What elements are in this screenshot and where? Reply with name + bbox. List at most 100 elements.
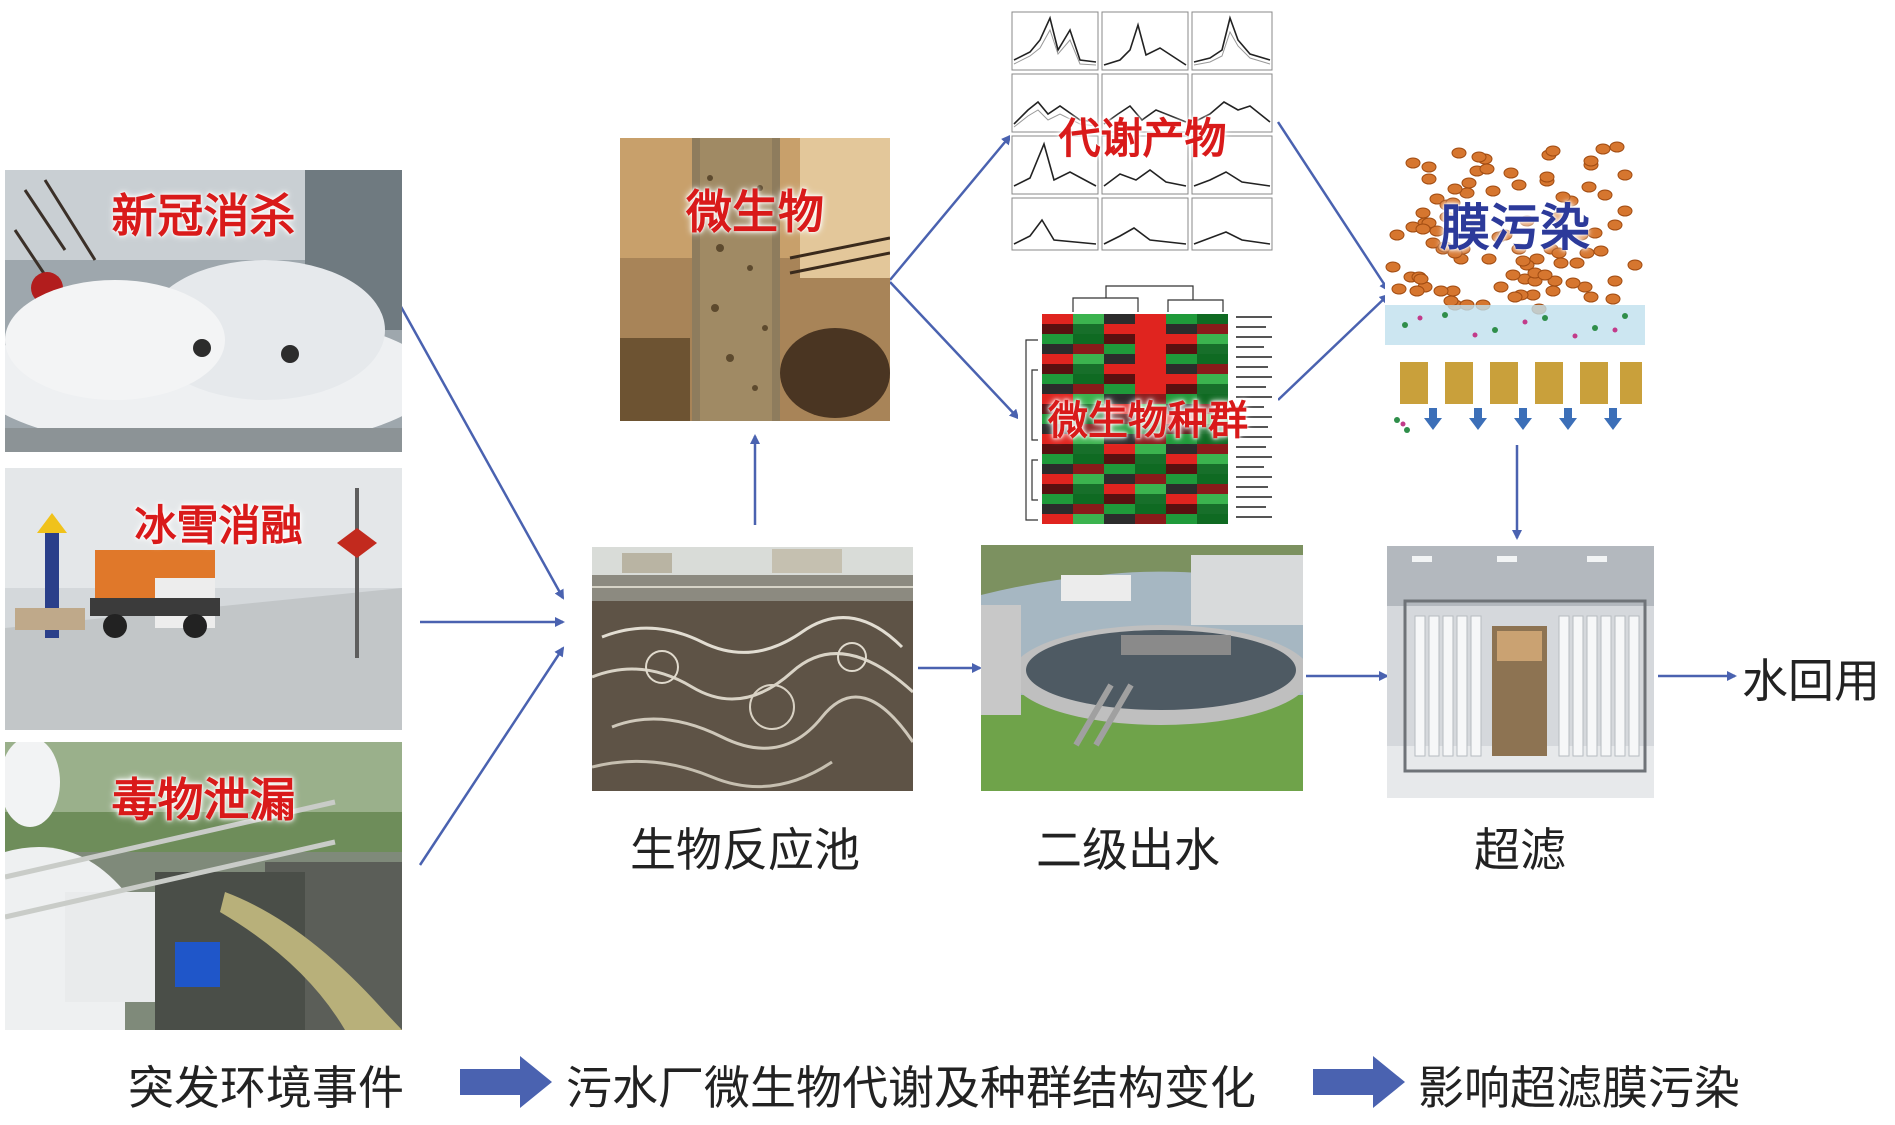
- heatmap-cell: [1135, 484, 1166, 494]
- foulant-particle: [1607, 275, 1623, 287]
- heatmap-cell: [1104, 384, 1135, 394]
- water-reuse-label: 水回用: [1742, 654, 1880, 708]
- heatmap-cell: [1135, 454, 1166, 464]
- heatmap-cell: [1042, 384, 1073, 394]
- heatmap-cell: [1042, 444, 1073, 454]
- heatmap-cell: [1104, 444, 1135, 454]
- heatmap-cell: [1197, 484, 1228, 494]
- heatmap-cell: [1104, 454, 1135, 464]
- heatmap-cell: [1042, 434, 1073, 444]
- heatmap-cell: [1135, 464, 1166, 474]
- foulant-particle: [1447, 183, 1463, 195]
- foulant-particle: [1479, 163, 1495, 175]
- heatmap-cell: [1197, 494, 1228, 504]
- foulant-particle: [1415, 207, 1431, 219]
- heatmap-cell: [1104, 324, 1135, 334]
- heatmap-cell: [1166, 394, 1197, 404]
- arrow-covid-to-reactor: [398, 304, 565, 600]
- secondary-clarifier-photo: [981, 545, 1303, 791]
- heatmap-cell: [1104, 334, 1135, 344]
- big-arrow-2: [1313, 1056, 1405, 1108]
- heatmap-cell: [1104, 474, 1135, 484]
- heatmap-cell: [1042, 454, 1073, 464]
- foulant-particle: [1583, 155, 1599, 167]
- heatmap-cell: [1042, 414, 1073, 424]
- heatmap-cell: [1166, 414, 1197, 424]
- heatmap-cell: [1135, 514, 1166, 524]
- heatmap-cell: [1197, 354, 1228, 364]
- heatmap-cell: [1042, 504, 1073, 514]
- heatmap-cell: [1073, 384, 1104, 394]
- foulant-particle: [1469, 217, 1485, 229]
- heatmap-cell: [1197, 364, 1228, 374]
- heatmap-cell: [1197, 424, 1228, 434]
- heatmap-cell: [1135, 434, 1166, 444]
- heatmap-cell: [1166, 404, 1197, 414]
- heatmap-cell: [1166, 514, 1197, 524]
- heatmap-cell: [1197, 344, 1228, 354]
- heatmap-cell: [1073, 414, 1104, 424]
- arrow-metabolites-to-fouling: [1276, 121, 1390, 292]
- heatmap-cell: [1104, 364, 1135, 374]
- heatmap-cell: [1042, 314, 1073, 324]
- foulant-particle: [1433, 285, 1449, 297]
- heatmap-cell: [1197, 334, 1228, 344]
- heatmap-cell: [1197, 464, 1228, 474]
- summary-step2: 污水厂微生物代谢及种群结构变化: [566, 1061, 1256, 1115]
- bioreactor-caption: 生物反应池: [630, 823, 860, 877]
- heatmap-cell: [1104, 374, 1135, 384]
- heatmap-cell: [1073, 344, 1104, 354]
- snow-melting-photo: 冰雪消融: [5, 468, 402, 730]
- membrane-fouling-illustration: 膜污染: [1385, 140, 1645, 440]
- microbes-photo: 微生物: [620, 138, 890, 421]
- heatmap-cell: [1073, 494, 1104, 504]
- heatmap-cell: [1073, 514, 1104, 524]
- heatmap-cell: [1135, 344, 1166, 354]
- heatmap-cell: [1042, 324, 1073, 334]
- uf-caption: 超滤: [1474, 823, 1566, 877]
- heatmap-cell: [1166, 324, 1197, 334]
- heatmap-cell: [1166, 344, 1197, 354]
- heatmap-cell: [1135, 474, 1166, 484]
- heatmap-cell: [1104, 424, 1135, 434]
- foulant-particle: [1507, 291, 1523, 303]
- foulant-particle: [1471, 151, 1487, 163]
- foulant-particle: [1539, 171, 1555, 183]
- heatmap-cell: [1073, 504, 1104, 514]
- heatmap-cell: [1197, 434, 1228, 444]
- foulant-particle: [1481, 253, 1497, 265]
- heatmap-cell: [1073, 464, 1104, 474]
- foulant-particle: [1587, 227, 1603, 239]
- heatmap-cell: [1135, 394, 1166, 404]
- heatmap-cell: [1104, 314, 1135, 324]
- summary-step1: 突发环境事件: [128, 1061, 404, 1115]
- heatmap-cell: [1166, 444, 1197, 454]
- heatmap-cell: [1073, 334, 1104, 344]
- foulant-particle: [1551, 211, 1567, 223]
- arrow-community-to-fouling: [1277, 293, 1390, 401]
- heatmap-cell: [1042, 344, 1073, 354]
- foulant-particle: [1545, 285, 1561, 297]
- heatmap-cell: [1042, 474, 1073, 484]
- foulant-particle: [1445, 197, 1461, 209]
- snow-label: 冰雪消融: [134, 501, 303, 550]
- heatmap-cell: [1197, 384, 1228, 394]
- heatmap-cell: [1166, 424, 1197, 434]
- heatmap-cell: [1073, 314, 1104, 324]
- foulant-particle: [1385, 261, 1401, 273]
- foulant-particle: [1581, 181, 1597, 193]
- foulant-particle: [1505, 269, 1521, 281]
- heatmap-cell: [1073, 404, 1104, 414]
- toxic-leak-photo: 毒物泄漏: [5, 742, 402, 1030]
- heatmap-cell: [1042, 404, 1073, 414]
- heatmap-cell: [1073, 374, 1104, 384]
- heatmap-cell: [1197, 514, 1228, 524]
- summary-step3: 影响超滤膜污染: [1418, 1061, 1740, 1115]
- heatmap-cell: [1073, 324, 1104, 334]
- heatmap-cell: [1197, 324, 1228, 334]
- foulant-particle: [1421, 173, 1437, 185]
- arrow-microbes-to-metabolites: [889, 134, 1012, 281]
- heatmap-cell: [1104, 514, 1135, 524]
- heatmap-cell: [1104, 484, 1135, 494]
- foulant-particle: [1617, 169, 1633, 181]
